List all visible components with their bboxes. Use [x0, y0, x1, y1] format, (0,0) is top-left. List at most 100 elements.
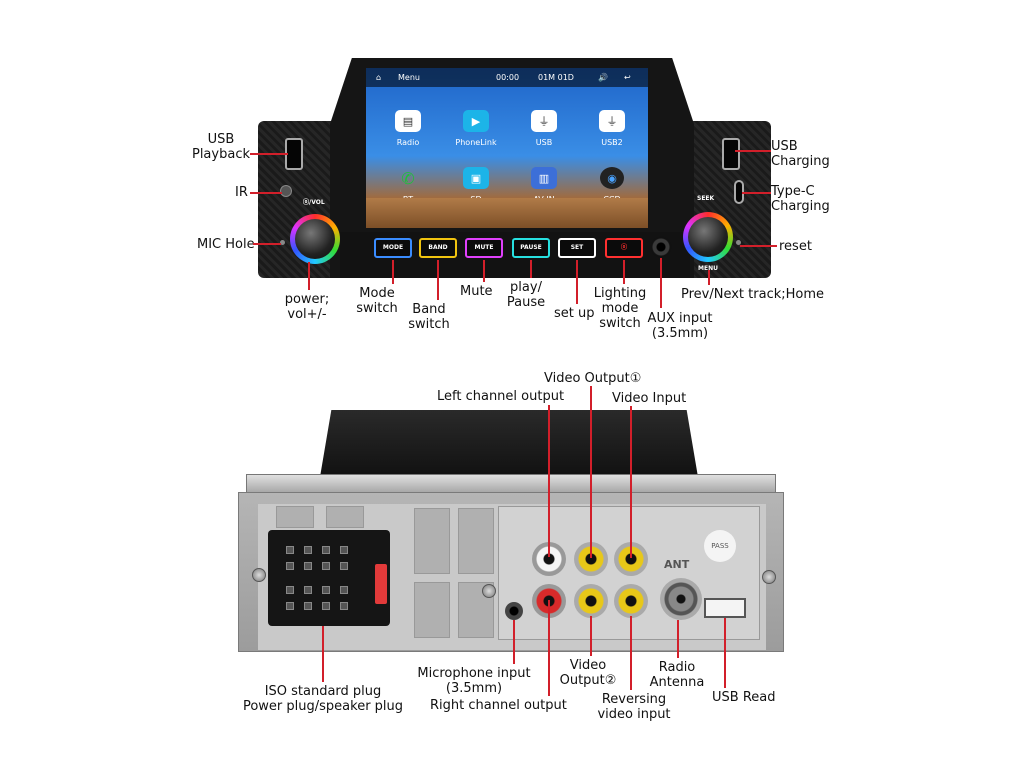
ir-sensor	[280, 185, 292, 197]
mode-button[interactable]: MODE	[374, 238, 412, 258]
line-set	[576, 260, 578, 304]
label-video-input: Video Input	[612, 391, 687, 406]
line-video-output-2	[590, 616, 592, 656]
rca-reversing-input[interactable]	[614, 584, 648, 618]
aux-jack[interactable]	[650, 236, 672, 258]
label-right-channel: Right channel output	[430, 698, 567, 713]
line-reset	[740, 245, 777, 247]
ant-mark: ANT	[664, 558, 690, 571]
line-usb-read	[724, 618, 726, 688]
pass-sticker: PASS	[704, 530, 736, 562]
line-play	[530, 260, 532, 278]
screen-menu-label: Menu	[398, 73, 420, 82]
radio-icon: ▤	[395, 110, 421, 132]
line-mic-hole	[253, 243, 281, 245]
panel-cutout	[458, 508, 494, 574]
pause-button[interactable]: PAUSE	[512, 238, 550, 258]
line-video-input	[630, 406, 632, 558]
label-play-pause: play/Pause	[506, 280, 546, 310]
line-right-channel	[548, 600, 550, 696]
label-ir: IR	[235, 185, 248, 200]
app-phonelink[interactable]: ▶ PhoneLink	[448, 110, 504, 147]
app-radio[interactable]: ▤ Radio	[380, 110, 436, 147]
usb-icon: ⏚	[599, 110, 625, 132]
line-mode	[392, 260, 394, 284]
vol-label: ⓞ/VOL	[303, 199, 325, 206]
line-ir	[250, 192, 282, 194]
line-video-output-1	[590, 386, 592, 558]
volume-icon[interactable]: 🔊	[598, 73, 608, 82]
screw	[762, 570, 776, 584]
line-usb-playback	[250, 153, 288, 155]
home-icon[interactable]: ⌂	[376, 73, 382, 82]
label-usb-read: USB Read	[712, 690, 776, 705]
sd-card-icon: ▣	[463, 167, 489, 189]
camera-icon: ◉	[600, 167, 624, 189]
usb-charging-port[interactable]	[722, 138, 740, 170]
usb-read-port[interactable]	[704, 598, 746, 618]
lighting-button[interactable]: ⓞ	[605, 238, 643, 258]
mute-button[interactable]: MUTE	[465, 238, 503, 258]
fuse	[375, 564, 387, 604]
usb-icon: ⏚	[531, 110, 557, 132]
screen-status-bar: ⌂ Menu 00:00 01M 01D 🔊 ↩	[366, 68, 648, 87]
label-left-channel: Left channel output	[437, 389, 565, 404]
label-set-up: set up	[554, 306, 595, 321]
seek-label: SEEK	[697, 195, 715, 202]
screen-wood-floor	[366, 198, 648, 228]
reset-hole[interactable]	[736, 240, 741, 245]
touch-screen[interactable]: ⌂ Menu 00:00 01M 01D 🔊 ↩ ▤ Radio ▶ Phone…	[366, 68, 648, 228]
line-aux	[660, 258, 662, 308]
band-button[interactable]: BAND	[419, 238, 457, 258]
mic-hole	[280, 240, 285, 245]
back-icon[interactable]: ↩	[624, 73, 631, 82]
microphone-jack[interactable]	[505, 602, 523, 620]
label-aux: AUX input(3.5mm)	[647, 311, 713, 341]
menu-knob-label: MENU	[698, 265, 718, 272]
screen-time: 00:00	[496, 73, 520, 82]
iso-connector[interactable]	[268, 530, 390, 626]
line-lighting	[623, 260, 625, 284]
label-mic-input: Microphone input(3.5mm)	[417, 666, 531, 696]
app-usb2[interactable]: ⏚ USB2	[584, 110, 640, 147]
antenna-socket[interactable]	[660, 578, 702, 620]
label-video-output-1: Video Output①	[544, 371, 642, 386]
line-prev-next	[708, 270, 710, 285]
label-prev-next: Prev/Next track;Home	[681, 287, 825, 302]
phonelink-icon: ▶	[463, 110, 489, 132]
rca-video-output-2[interactable]	[574, 584, 608, 618]
line-iso	[322, 626, 324, 682]
label-mic-hole: MIC Hole	[197, 237, 255, 252]
line-radio-antenna	[677, 620, 679, 658]
label-reset: reset	[779, 239, 812, 254]
screw	[482, 584, 496, 598]
panel-cutout	[414, 582, 450, 638]
line-mic-input	[513, 620, 515, 664]
line-band	[437, 260, 439, 300]
panel-cutout	[276, 506, 314, 528]
screen-date: 01M 01D	[538, 73, 574, 82]
line-typec	[742, 192, 771, 194]
volume-knob[interactable]	[290, 214, 340, 264]
seek-knob[interactable]	[683, 212, 733, 262]
panel-cutout	[326, 506, 364, 528]
label-mute: Mute	[460, 284, 493, 299]
rear-top-rail	[246, 474, 776, 494]
app-usb[interactable]: ⏚ USB	[516, 110, 572, 147]
line-usb-charging	[735, 150, 771, 152]
line-mute	[483, 260, 485, 282]
label-power: power;vol+/-	[284, 292, 330, 322]
screw	[252, 568, 266, 582]
line-reversing	[630, 616, 632, 690]
set-button[interactable]: SET	[558, 238, 596, 258]
panel-cutout	[414, 508, 450, 574]
